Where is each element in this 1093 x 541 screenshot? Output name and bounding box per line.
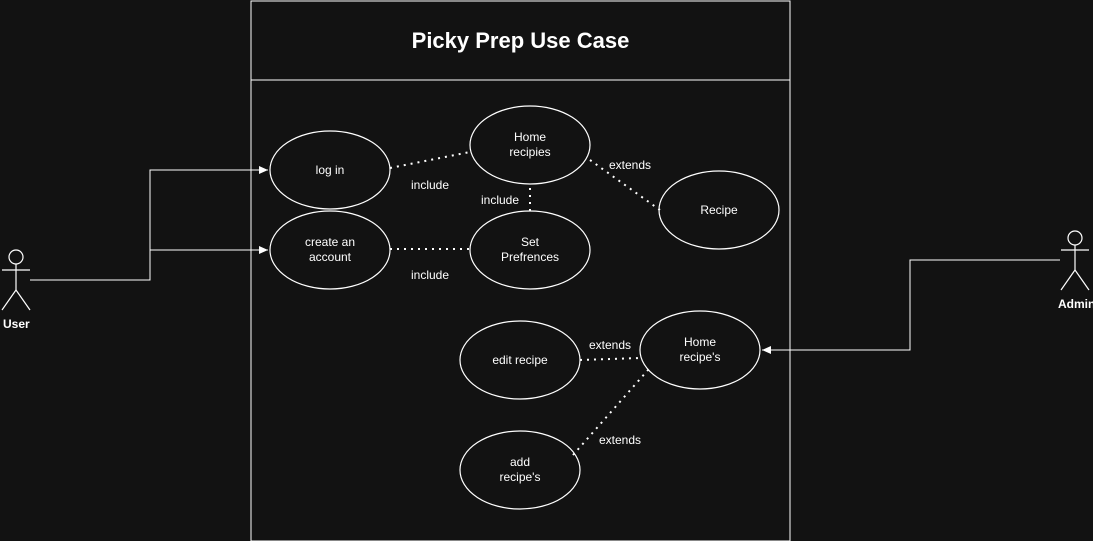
diagram-title: Picky Prep Use Case [411, 27, 630, 53]
use-case-home-recipes-admin[interactable] [639, 310, 761, 390]
relation-home-recipe [589, 159, 661, 211]
include-label-account-prefs: include [411, 268, 450, 282]
extends-label-edit-home: extends [589, 338, 632, 352]
use-case-set-preferences-label: Set Prefrences [500, 235, 560, 264]
use-case-add-recipes[interactable] [459, 430, 581, 510]
use-case-create-account-label: create an account [304, 235, 356, 264]
use-case-edit-recipe-label: edit recipe [492, 352, 548, 367]
relation-edit-home [579, 357, 641, 361]
system-boundary [250, 0, 791, 541]
admin-to-home-connector [762, 259, 1060, 354]
use-case-home-recipes-admin-label: Home recipe's [679, 335, 721, 364]
include-label-home-prefs: include [481, 193, 520, 207]
use-case-log-in-label: log in [315, 162, 345, 177]
admin-actor-label: Admin [1058, 297, 1093, 311]
relation-login-home [389, 151, 471, 169]
extends-label-add-home: extends [599, 433, 642, 447]
use-case-home-recipies[interactable] [469, 105, 591, 185]
user-to-login-connector [30, 166, 268, 281]
use-case-log-in[interactable] [269, 130, 391, 210]
include-label-login-home: include [411, 178, 450, 192]
use-case-recipe-label: Recipe [700, 202, 738, 217]
extends-label-home-recipe: extends [609, 158, 652, 172]
admin-actor-icon[interactable] [1060, 230, 1090, 291]
use-case-home-recipies-label: Home recipies [509, 130, 551, 159]
relation-add-home [572, 369, 649, 456]
use-case-add-recipes-label: add recipe's [499, 455, 541, 484]
user-actor-icon[interactable] [1, 249, 31, 311]
user-actor-label: User [3, 317, 30, 331]
